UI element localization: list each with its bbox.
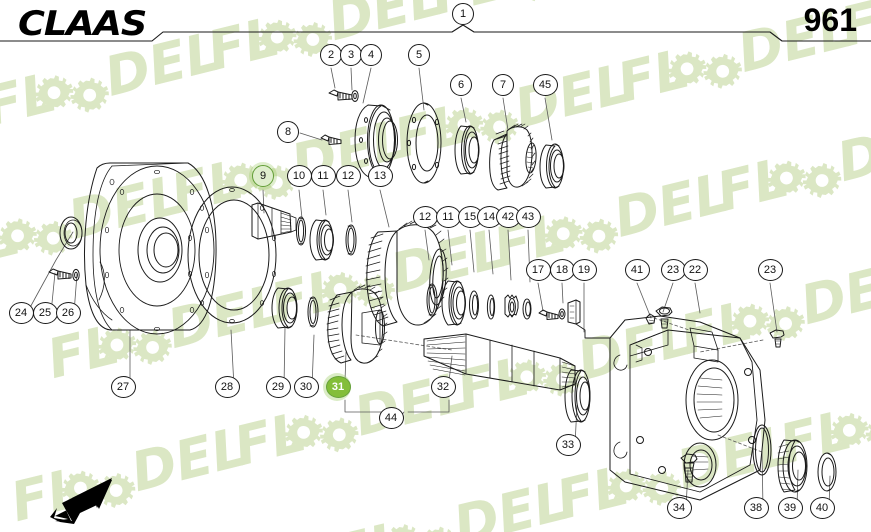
part-33-bearing	[564, 369, 591, 423]
callout-43[interactable]: 43	[515, 206, 541, 228]
part-14-washer	[486, 294, 496, 320]
callout-17[interactable]: 17	[525, 259, 551, 281]
callout-5[interactable]: 5	[408, 44, 430, 66]
callout-41[interactable]: 41	[624, 259, 650, 281]
callout-44[interactable]: 44	[378, 407, 404, 429]
callout-24[interactable]: 24	[8, 302, 34, 324]
callout-22[interactable]: 22	[682, 259, 708, 281]
callout-34[interactable]: 34	[666, 497, 692, 519]
part-23-plug-bolt-b	[769, 329, 785, 348]
callout-25[interactable]: 25	[32, 302, 58, 324]
callout-12[interactable]: 12	[412, 206, 438, 228]
page-number: 961	[803, 2, 857, 38]
direction-arrow	[50, 478, 112, 524]
part-10-snap-ring	[296, 216, 306, 246]
callout-23[interactable]: 23	[757, 259, 783, 281]
callout-33[interactable]: 33	[555, 434, 581, 456]
part-24-seal-ring	[59, 216, 83, 250]
part-5-gasket-plate	[406, 102, 442, 184]
part-30-snap-ring	[307, 296, 319, 328]
part-18-washer	[558, 308, 566, 320]
part-40-retainer-ring	[817, 452, 837, 492]
callout-26[interactable]: 26	[55, 302, 81, 324]
claas-logo: CLAAS	[18, 4, 147, 44]
callout-11[interactable]: 11	[310, 165, 336, 187]
part-42-lock-nut	[504, 294, 519, 318]
part-6-bearing	[454, 125, 480, 175]
page-header: CLAAS 961	[0, 0, 871, 52]
part-39-threaded-cap	[777, 439, 808, 493]
part-29-bearing-sleeve	[271, 287, 298, 329]
callout-6[interactable]: 6	[450, 74, 472, 96]
callout-28[interactable]: 28	[214, 376, 240, 398]
part-7-helical-gear	[489, 123, 537, 191]
callout-18[interactable]: 18	[549, 259, 575, 281]
callout-8[interactable]: 8	[277, 121, 299, 143]
part-25-bolt	[48, 268, 72, 280]
callout-7[interactable]: 7	[492, 74, 514, 96]
part-17-bolt	[538, 309, 559, 320]
callout-9[interactable]: 9	[249, 162, 277, 190]
callout-27[interactable]: 27	[110, 376, 136, 398]
part-12-snap-ring-a	[345, 224, 357, 256]
part-3-washer	[351, 90, 359, 102]
callout-23[interactable]: 23	[660, 259, 686, 281]
callout-2[interactable]: 2	[320, 44, 342, 66]
callout-40[interactable]: 40	[809, 497, 835, 519]
part-31-drive-gear	[326, 284, 388, 364]
callout-32[interactable]: 32	[430, 376, 456, 398]
part-43-washer	[522, 298, 532, 320]
part-11-bearing-b	[441, 280, 466, 326]
part-45-bearing	[539, 143, 565, 189]
callout-10[interactable]: 10	[286, 165, 312, 187]
callout-39[interactable]: 39	[777, 497, 803, 519]
callout-11[interactable]: 11	[435, 206, 461, 228]
callout-4[interactable]: 4	[360, 44, 382, 66]
callout-31[interactable]: 31	[322, 373, 351, 401]
part-19-bracket	[567, 299, 611, 339]
callout-30[interactable]: 30	[293, 376, 319, 398]
callout-13[interactable]: 13	[367, 165, 393, 187]
callout-19[interactable]: 19	[571, 259, 597, 281]
part-26-washer	[72, 268, 80, 282]
part-27-flywheel-housing	[83, 162, 217, 335]
callout-12[interactable]: 12	[335, 165, 361, 187]
part-8-bolt	[320, 134, 342, 145]
callout-3[interactable]: 3	[340, 44, 362, 66]
part-2-bolt	[328, 89, 353, 101]
callout-29[interactable]: 29	[265, 376, 291, 398]
callout-38[interactable]: 38	[743, 497, 769, 519]
callout-1[interactable]: 1	[452, 3, 474, 25]
part-11-bearing-a	[309, 219, 334, 261]
part-41-pin	[645, 313, 656, 325]
part-15-spacer-ring	[469, 290, 479, 320]
callout-45[interactable]: 45	[532, 74, 558, 96]
